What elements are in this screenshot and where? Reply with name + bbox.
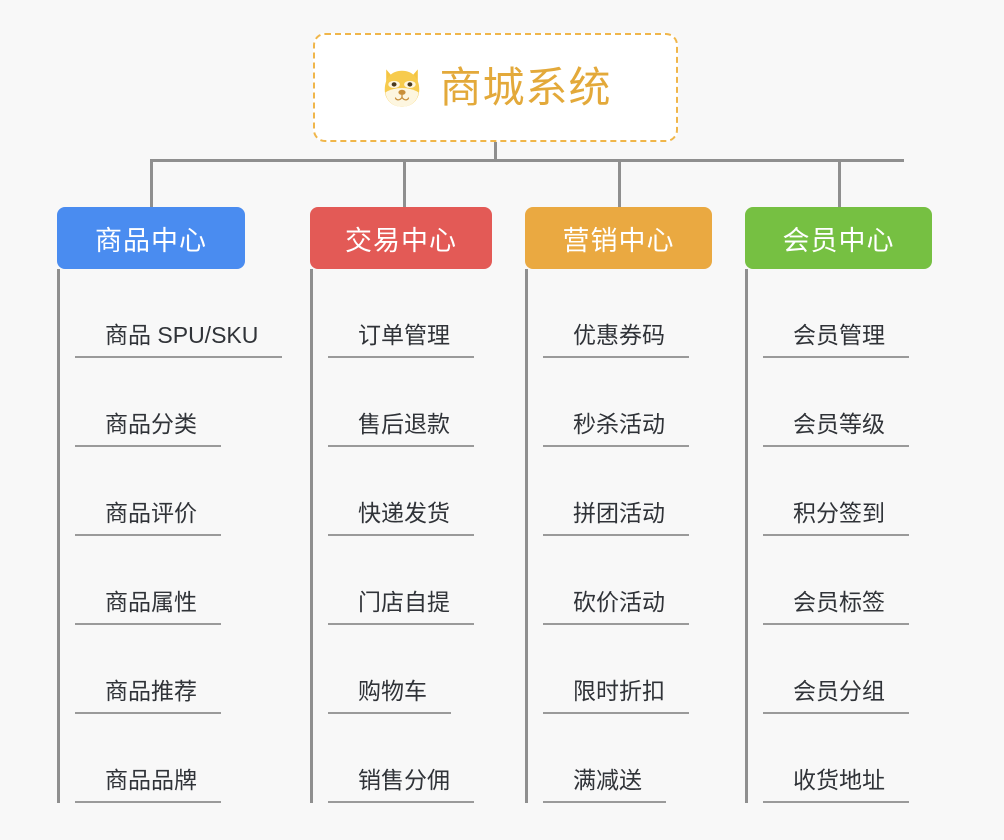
leaf-label: 会员管理 [763, 322, 909, 358]
list-item[interactable]: 商品品牌 [75, 714, 245, 803]
branch-member-center: 会员中心 会员管理 会员等级 积分签到 会员标签 会员分组 收货地址 [745, 207, 932, 803]
list-item[interactable]: 商品属性 [75, 536, 245, 625]
leaf-label: 拼团活动 [543, 500, 689, 536]
leaf-label: 购物车 [328, 678, 451, 714]
category-header-marketing-center[interactable]: 营销中心 [525, 207, 712, 269]
list-item[interactable]: 商品分类 [75, 358, 245, 447]
list-item[interactable]: 销售分佣 [328, 714, 492, 803]
category-header-member-center[interactable]: 会员中心 [745, 207, 932, 269]
list-item[interactable]: 限时折扣 [543, 625, 712, 714]
leaf-label: 优惠券码 [543, 322, 689, 358]
leaf-label: 满减送 [543, 767, 666, 803]
root-node[interactable]: 商城系统 [313, 33, 678, 142]
list-item[interactable]: 会员分组 [763, 625, 932, 714]
root-title: 商城系统 [439, 63, 612, 111]
category-header-product-center[interactable]: 商品中心 [57, 207, 245, 269]
leaf-list-marketing-center: 优惠券码 秒杀活动 拼团活动 砍价活动 限时折扣 满减送 [525, 269, 712, 803]
list-item[interactable]: 快递发货 [328, 447, 492, 536]
leaf-list-member-center: 会员管理 会员等级 积分签到 会员标签 会员分组 收货地址 [745, 269, 932, 803]
connector-drop-trade-center [403, 159, 406, 207]
leaf-label: 商品品牌 [75, 767, 221, 803]
branch-marketing-center: 营销中心 优惠券码 秒杀活动 拼团活动 砍价活动 限时折扣 满减送 [525, 207, 712, 803]
leaf-label: 砍价活动 [543, 589, 689, 625]
leaf-label: 限时折扣 [543, 678, 689, 714]
list-item[interactable]: 优惠券码 [543, 269, 712, 358]
leaf-label: 售后退款 [328, 411, 474, 447]
list-item[interactable]: 门店自提 [328, 536, 492, 625]
connector-horizontal-bus [150, 159, 904, 162]
leaf-label: 商品评价 [75, 500, 221, 536]
list-item[interactable]: 积分签到 [763, 447, 932, 536]
leaf-list-product-center: 商品 SPU/SKU 商品分类 商品评价 商品属性 商品推荐 商品品牌 [57, 269, 283, 803]
list-item[interactable]: 砍价活动 [543, 536, 712, 625]
list-item[interactable]: 订单管理 [328, 269, 492, 358]
list-item[interactable]: 会员管理 [763, 269, 932, 358]
leaf-label: 销售分佣 [328, 767, 474, 803]
leaf-label: 秒杀活动 [543, 411, 689, 447]
list-item[interactable]: 会员标签 [763, 536, 932, 625]
connector-drop-marketing-center [618, 159, 621, 207]
leaf-label: 商品 SPU/SKU [75, 322, 283, 358]
leaf-label: 商品推荐 [75, 678, 221, 714]
list-item[interactable]: 秒杀活动 [543, 358, 712, 447]
list-item[interactable]: 售后退款 [328, 358, 492, 447]
category-header-trade-center[interactable]: 交易中心 [310, 207, 492, 269]
category-label: 交易中心 [345, 225, 457, 256]
connector-drop-product-center [150, 159, 153, 207]
list-item[interactable]: 满减送 [543, 714, 712, 803]
leaf-list-trade-center: 订单管理 售后退款 快递发货 门店自提 购物车 销售分佣 [310, 269, 492, 803]
branch-product-center: 商品中心 商品 SPU/SKU 商品分类 商品评价 商品属性 商品推荐 商品品牌 [57, 207, 283, 803]
category-label: 会员中心 [782, 225, 895, 256]
category-label: 商品中心 [95, 225, 207, 256]
list-item[interactable]: 购物车 [328, 625, 492, 714]
leaf-label: 门店自提 [328, 589, 474, 625]
list-item[interactable]: 收货地址 [763, 714, 932, 803]
list-item[interactable]: 商品评价 [75, 447, 245, 536]
leaf-label: 会员标签 [763, 589, 909, 625]
list-item[interactable]: 会员等级 [763, 358, 932, 447]
connector-drop-member-center [838, 159, 841, 207]
leaf-label: 会员分组 [763, 678, 909, 714]
leaf-label: 订单管理 [328, 322, 474, 358]
list-item[interactable]: 商品 SPU/SKU [75, 269, 283, 358]
list-item[interactable]: 商品推荐 [75, 625, 245, 714]
leaf-label: 商品分类 [75, 411, 221, 447]
leaf-label: 商品属性 [75, 589, 221, 625]
shiba-dog-icon [385, 68, 420, 107]
connector-root-stem [494, 142, 497, 162]
leaf-label: 积分签到 [763, 500, 909, 536]
category-label: 营销中心 [562, 225, 675, 256]
list-item[interactable]: 拼团活动 [543, 447, 712, 536]
leaf-label: 快递发货 [328, 500, 474, 536]
leaf-label: 会员等级 [763, 411, 909, 447]
leaf-label: 收货地址 [763, 767, 909, 803]
branch-trade-center: 交易中心 订单管理 售后退款 快递发货 门店自提 购物车 销售分佣 [310, 207, 492, 803]
